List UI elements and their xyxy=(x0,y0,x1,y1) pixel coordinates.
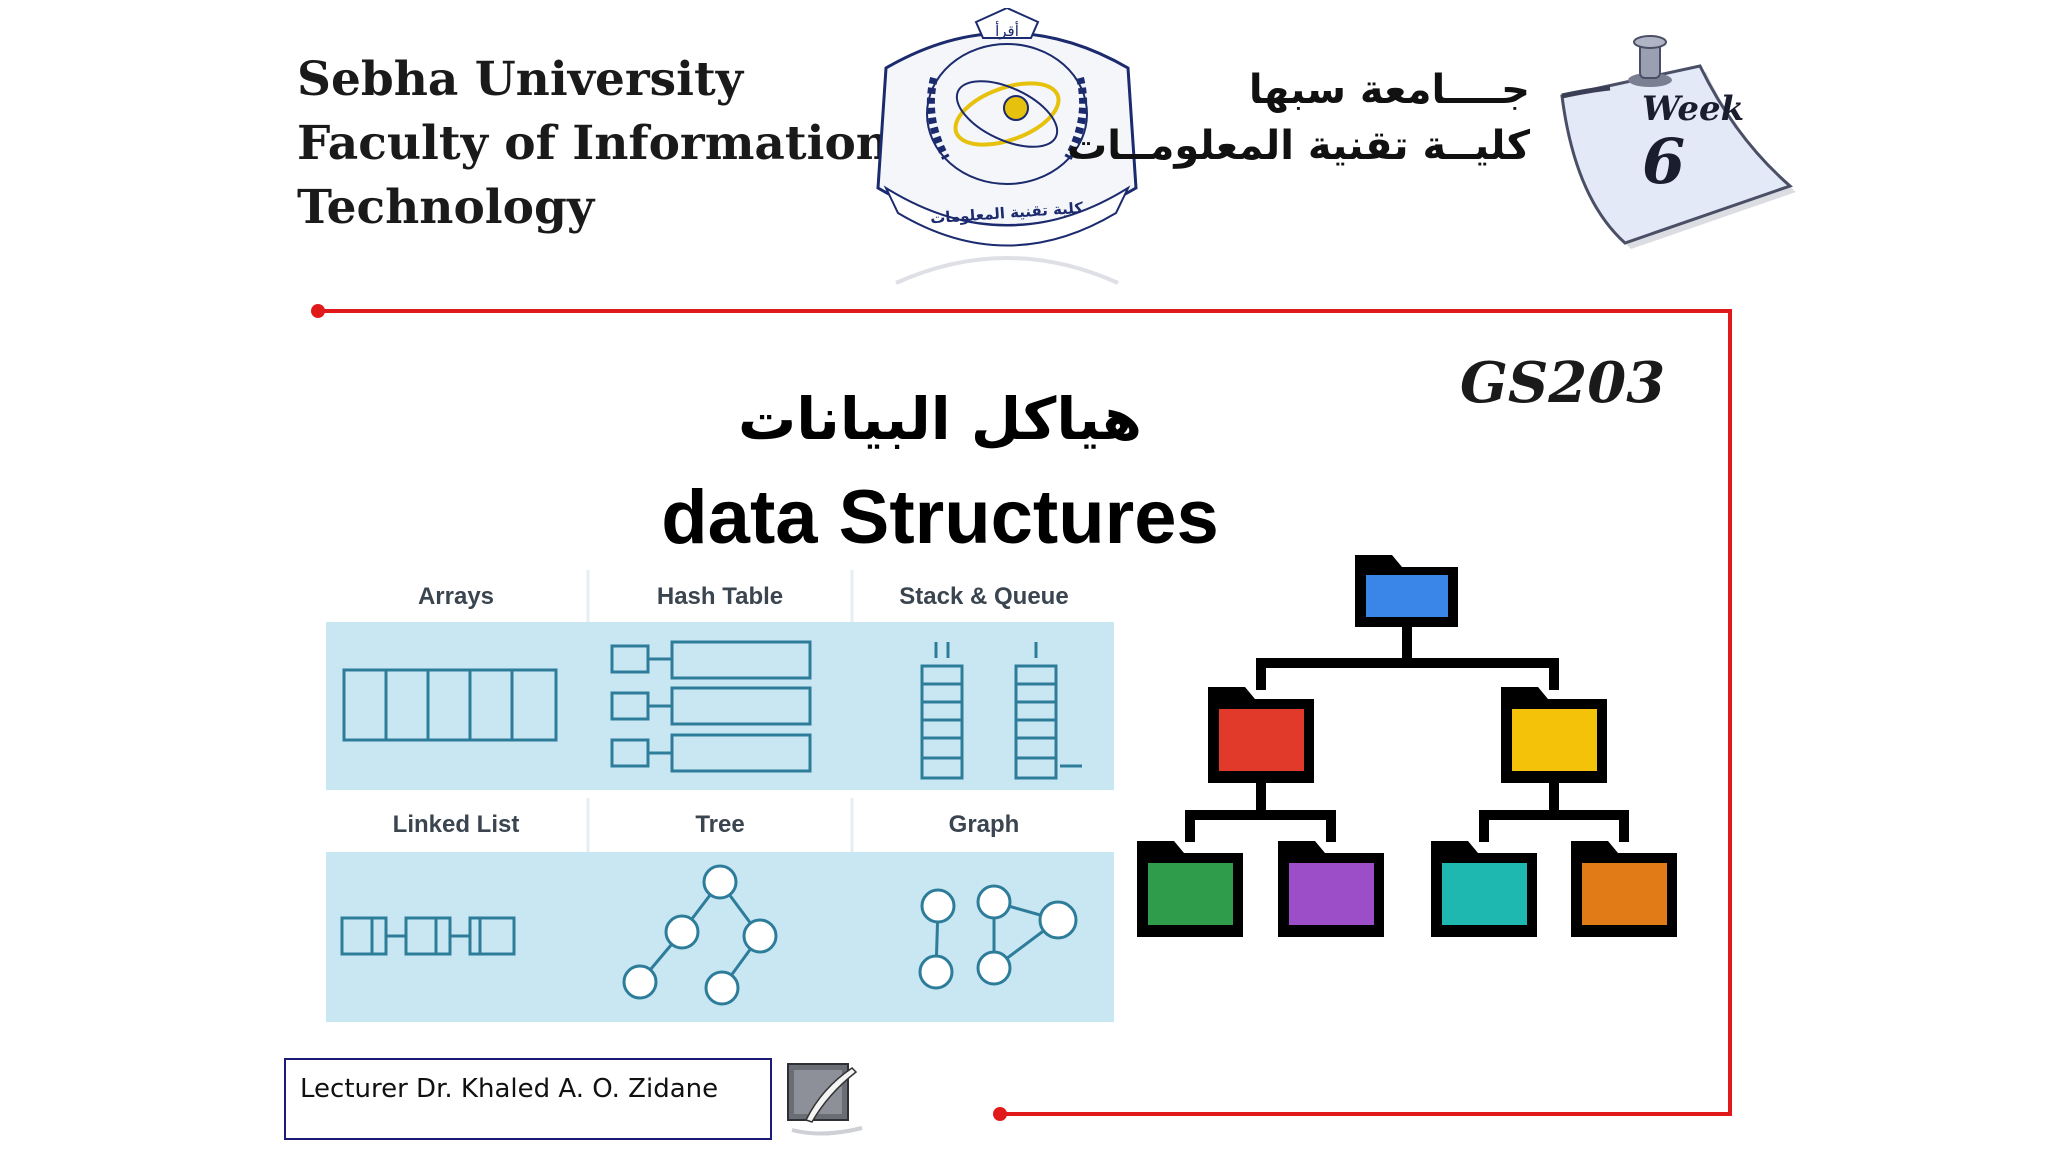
stack-queue-label: Stack & Queue xyxy=(899,583,1068,610)
week-number: 6 xyxy=(1642,125,1685,198)
arrays-label: Arrays xyxy=(418,583,494,610)
graph-icon xyxy=(918,884,1078,990)
title-english: data Structures xyxy=(661,475,1219,560)
data-structures-diagram: Arrays Hash Table Stack & Queue Linked L… xyxy=(326,570,1114,1022)
linked-list-icon xyxy=(340,916,516,956)
row-1-panel xyxy=(326,622,1114,790)
folder-red-icon xyxy=(1208,687,1314,783)
tree-label: Tree xyxy=(695,811,744,838)
lecturer-name: Lecturer Dr. Khaled A. O. Zidane xyxy=(300,1074,719,1104)
tree-icon xyxy=(622,864,778,1006)
folder-yellow-icon xyxy=(1501,687,1607,783)
faculty-logo: أقرأ كلية تقنية المعلومات xyxy=(876,8,1138,285)
hash-table-icon xyxy=(610,640,812,773)
university-name-ar: جــــامعة سبها كليــة تقنية المعلومــات xyxy=(1067,62,1530,174)
pushpin-icon xyxy=(1628,35,1672,87)
title-arabic: هياكل البيانات xyxy=(738,385,1142,453)
faculty-line-ar: كليــة تقنية المعلومــات xyxy=(1067,123,1530,169)
graph-label: Graph xyxy=(949,811,1020,838)
folder-root-icon xyxy=(1355,555,1458,627)
logo-top-text: أقرأ xyxy=(995,21,1019,40)
folder-green-icon xyxy=(1137,841,1243,937)
faculty-line-2: Technology xyxy=(297,180,595,235)
faculty-line: Faculty of Information xyxy=(297,116,890,171)
university-name-en: Sebha University Faculty of Information … xyxy=(297,48,890,240)
lecturer-box: Lecturer Dr. Khaled A. O. Zidane xyxy=(284,1058,772,1140)
stack-queue-icon xyxy=(920,642,1082,780)
university-line-ar: جــــامعة سبها xyxy=(1248,67,1530,113)
linked-list-label: Linked List xyxy=(393,811,520,838)
arrays-icon xyxy=(342,668,558,742)
folder-teal-icon xyxy=(1431,841,1537,937)
folder-hierarchy xyxy=(1137,555,1677,937)
folder-orange-icon xyxy=(1571,841,1677,937)
quill-pen-icon xyxy=(787,1063,863,1136)
frame-line xyxy=(311,304,1732,1121)
folder-purple-icon xyxy=(1278,841,1384,937)
week-note: Week 6 xyxy=(1560,35,1796,249)
hash-table-label: Hash Table xyxy=(657,583,783,610)
week-label: Week xyxy=(1642,89,1744,129)
course-code: GS203 xyxy=(1460,350,1666,416)
university-line: Sebha University xyxy=(297,52,744,107)
